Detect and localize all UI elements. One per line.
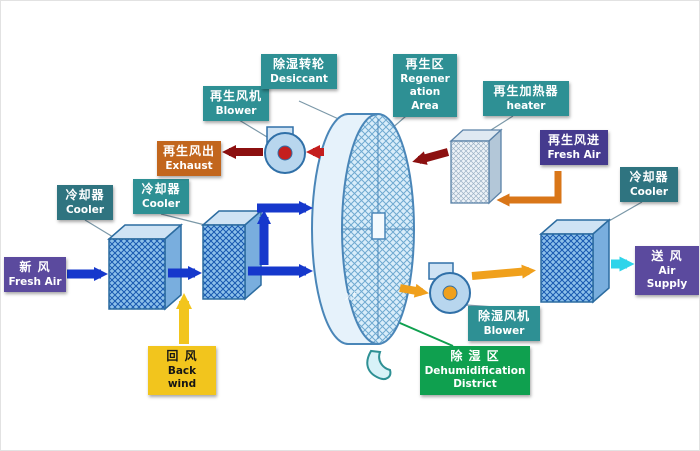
label-cooler-1-en: Cooler xyxy=(65,203,105,216)
label-regen-area: 再生区 Regeneration Area xyxy=(393,54,457,117)
label-regen-heater: 再生加热器 heater xyxy=(483,81,569,117)
label-cooler-right: 冷却器 Cooler xyxy=(620,167,678,203)
label-regen-fresh-air: 再生风进 Fresh Air xyxy=(540,130,608,166)
label-air-supply-zh: 送 风 xyxy=(651,249,683,263)
label-fresh-air-in: 新 风 Fresh Air xyxy=(4,257,66,293)
label-regen-exhaust-en: Exhaust xyxy=(165,159,213,172)
cooler-1-box xyxy=(107,223,183,311)
label-desiccant-wheel: 除湿转轮 Desiccant xyxy=(261,54,337,90)
label-cooler-2-zh: 冷却器 xyxy=(141,182,181,196)
label-air-supply: 送 风 Air Supply xyxy=(635,246,699,295)
heater-to-wheel-arrow xyxy=(412,148,450,165)
label-cooler-right-zh: 冷却器 xyxy=(629,170,669,184)
label-regen-exhaust: 再生风出 Exhaust xyxy=(157,141,221,177)
label-regen-blower: 再生风机 Blower xyxy=(203,86,269,122)
cooler-right-box xyxy=(539,218,611,304)
dehumid-blower-fan xyxy=(428,262,471,314)
label-desiccant-wheel-en: Desiccant xyxy=(270,72,328,85)
label-cooler-2-en: Cooler xyxy=(141,197,181,210)
label-regen-exhaust-zh: 再生风出 xyxy=(162,144,215,158)
dehumid-district-connector-line xyxy=(392,319,454,347)
desiccant-wheel xyxy=(311,113,415,345)
label-fresh-air-in-zh: 新 风 xyxy=(19,260,51,274)
label-cooler-1: 冷却器 Cooler xyxy=(57,185,113,221)
regen-heater-box xyxy=(449,128,503,205)
regen-fresh-air-to-heater-arrow xyxy=(496,171,562,207)
dehumid-blower-to-cooler-arrow xyxy=(471,264,536,280)
label-regen-blower-en: Blower xyxy=(215,104,257,117)
label-regen-area-zh: 再生区 xyxy=(405,57,445,71)
label-back-wind-zh: 回 风 xyxy=(166,349,198,363)
label-cooler-right-en: Cooler xyxy=(629,185,669,198)
label-cooler-2: 冷却器 Cooler xyxy=(133,179,189,215)
label-dehumid-district-zh: 除 湿 区 xyxy=(450,349,500,363)
label-cooler-1-zh: 冷却器 xyxy=(65,188,105,202)
label-regen-heater-zh: 再生加热器 xyxy=(493,84,559,98)
label-regen-heater-en: heater xyxy=(506,99,546,112)
label-regen-fresh-air-zh: 再生风进 xyxy=(547,133,600,147)
label-regen-area-en: Regeneration Area xyxy=(400,72,450,112)
label-dehumid-blower-en: Blower xyxy=(483,324,525,337)
label-fresh-air-in-en: Fresh Air xyxy=(8,275,62,288)
label-dehumid-blower-zh: 除湿风机 xyxy=(477,309,530,323)
label-desiccant-wheel-zh: 除湿转轮 xyxy=(272,57,325,71)
label-regen-fresh-air-en: Fresh Air xyxy=(547,148,601,161)
label-dehumid-district: 除 湿 区 Dehumidification District xyxy=(420,346,530,395)
label-back-wind: 回 风 Back wind xyxy=(148,346,216,395)
label-air-supply-en: Air Supply xyxy=(646,264,688,291)
regen-blower-fan xyxy=(264,126,306,174)
cooler-2-box xyxy=(201,209,263,301)
curved-sheet-icon xyxy=(366,349,392,380)
label-dehumid-blower: 除湿风机 Blower xyxy=(468,306,540,342)
label-dehumid-district-en: Dehumidification District xyxy=(424,364,526,391)
label-regen-blower-zh: 再生风机 xyxy=(209,89,262,103)
wheel-to-dehumid-blower-arrow xyxy=(399,283,429,298)
label-back-wind-en: Back wind xyxy=(167,364,197,391)
wheel-hub xyxy=(371,212,386,240)
